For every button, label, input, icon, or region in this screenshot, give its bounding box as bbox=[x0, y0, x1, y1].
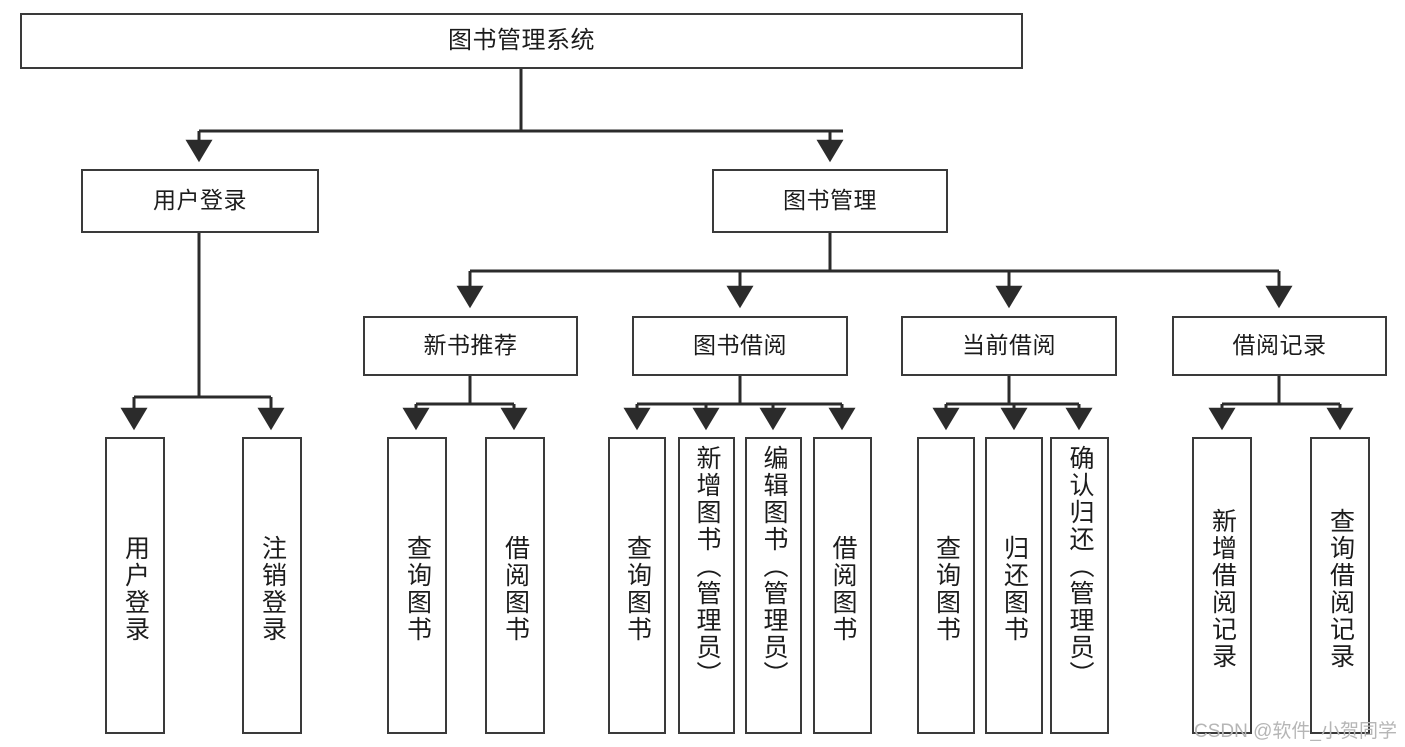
node-new-book-recommend-label: 新书推荐 bbox=[423, 332, 518, 359]
node-leaf-add-book-label: 新增图书（管理员） bbox=[693, 445, 721, 688]
node-root[interactable]: 图书管理系统 bbox=[20, 13, 1023, 69]
node-leaf-return-book-label: 归还图书 bbox=[1000, 534, 1029, 643]
node-leaf-add-record[interactable]: 新增借阅记录 bbox=[1192, 437, 1252, 734]
node-borrow-record-label: 借阅记录 bbox=[1232, 332, 1327, 359]
csdn-watermark: CSDN @软件_小贺同学 bbox=[1194, 721, 1397, 742]
node-leaf-query-book-1[interactable]: 查询图书 bbox=[387, 437, 447, 734]
node-leaf-logout[interactable]: 注销登录 bbox=[242, 437, 302, 734]
node-leaf-logout-label: 注销登录 bbox=[258, 534, 287, 643]
node-leaf-edit-book[interactable]: 编辑图书（管理员） bbox=[745, 437, 802, 734]
node-leaf-query-book-2-label: 查询图书 bbox=[623, 534, 652, 643]
node-new-book-recommend[interactable]: 新书推荐 bbox=[363, 316, 578, 376]
node-leaf-borrow-book-2-label: 借阅图书 bbox=[829, 534, 857, 643]
node-leaf-query-record-label: 查询借阅记录 bbox=[1326, 507, 1355, 670]
node-leaf-borrow-book-1-label: 借阅图书 bbox=[501, 534, 530, 643]
node-borrow-record[interactable]: 借阅记录 bbox=[1172, 316, 1387, 376]
node-leaf-query-record[interactable]: 查询借阅记录 bbox=[1310, 437, 1370, 734]
node-leaf-return-book[interactable]: 归还图书 bbox=[985, 437, 1043, 734]
node-book-borrow-label: 图书借阅 bbox=[693, 332, 787, 359]
node-leaf-borrow-book-1[interactable]: 借阅图书 bbox=[485, 437, 545, 734]
node-leaf-confirm-return-label: 确认归还（管理员） bbox=[1066, 445, 1094, 688]
node-leaf-query-book-3[interactable]: 查询图书 bbox=[917, 437, 975, 734]
node-leaf-user-login-label: 用户登录 bbox=[121, 534, 150, 643]
node-leaf-borrow-book-2[interactable]: 借阅图书 bbox=[813, 437, 872, 734]
node-leaf-query-book-1-label: 查询图书 bbox=[403, 534, 432, 643]
node-root-label: 图书管理系统 bbox=[448, 26, 595, 54]
node-current-borrow[interactable]: 当前借阅 bbox=[901, 316, 1117, 376]
node-book-manage-label: 图书管理 bbox=[783, 187, 877, 214]
node-leaf-confirm-return[interactable]: 确认归还（管理员） bbox=[1050, 437, 1109, 734]
node-leaf-user-login[interactable]: 用户登录 bbox=[105, 437, 165, 734]
node-leaf-edit-book-label: 编辑图书（管理员） bbox=[760, 445, 788, 688]
node-book-borrow[interactable]: 图书借阅 bbox=[632, 316, 848, 376]
node-current-borrow-label: 当前借阅 bbox=[962, 332, 1056, 359]
node-leaf-add-book[interactable]: 新增图书（管理员） bbox=[678, 437, 735, 734]
node-user-login-label: 用户登录 bbox=[153, 187, 247, 214]
node-leaf-query-book-3-label: 查询图书 bbox=[932, 534, 961, 643]
node-leaf-query-book-2[interactable]: 查询图书 bbox=[608, 437, 666, 734]
node-book-manage[interactable]: 图书管理 bbox=[712, 169, 948, 233]
node-user-login[interactable]: 用户登录 bbox=[81, 169, 319, 233]
node-leaf-add-record-label: 新增借阅记录 bbox=[1208, 507, 1237, 670]
